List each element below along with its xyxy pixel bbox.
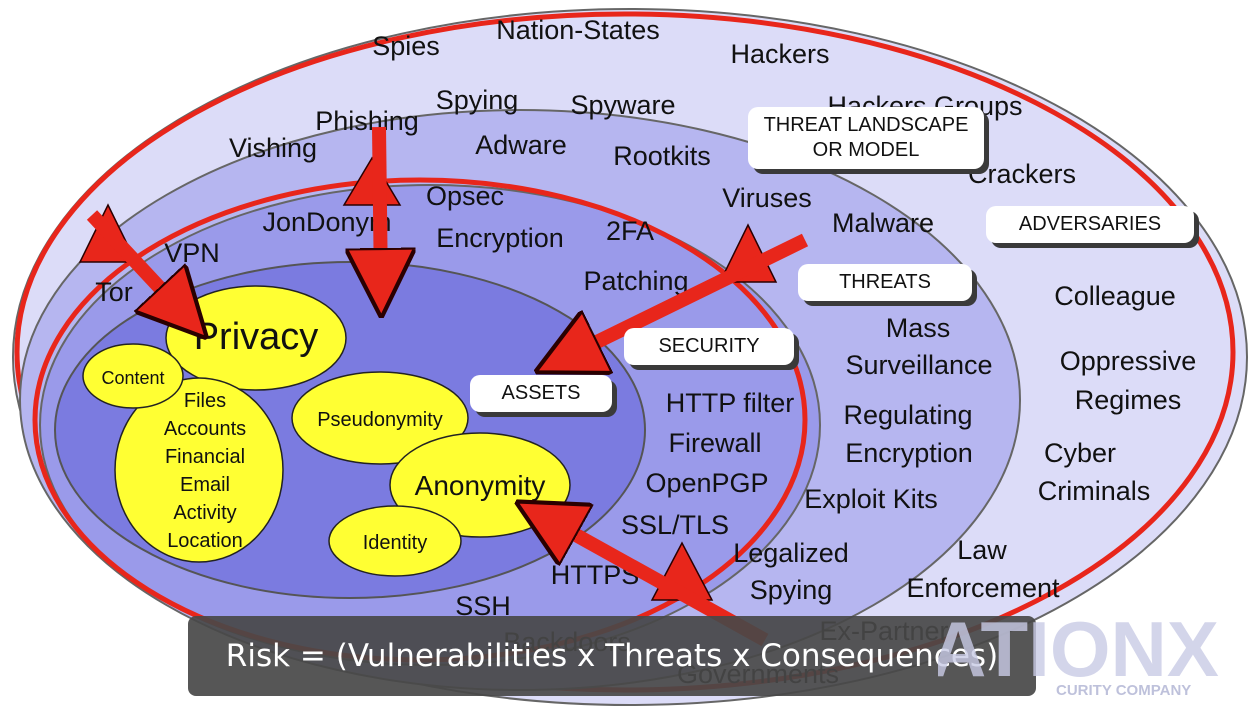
pseudonymity-blob — [291, 371, 469, 465]
svg-text:CURITY COMPANY: CURITY COMPANY — [1056, 682, 1191, 699]
security-jondonym: JonDonym — [262, 207, 391, 237]
threats-label: THREATS — [798, 264, 972, 301]
threat-exploit-kits: Exploit Kits — [804, 484, 938, 514]
security-encryption: Encryption — [436, 223, 564, 253]
threat-rootkits: Rootkits — [613, 141, 711, 171]
threat-encryption: Encryption — [845, 438, 973, 468]
adversarie-regimes: Regimes — [1075, 385, 1182, 415]
threat-malware: Malware — [832, 208, 934, 238]
security-openpgp: OpenPGP — [645, 468, 768, 498]
arrow-to-assets-malware — [560, 233, 809, 360]
asset-accounts: Accounts — [164, 418, 246, 440]
security-firewall: Firewall — [668, 428, 761, 458]
threat-surveillance: Surveillance — [845, 350, 992, 380]
asset-privacy: Privacy — [194, 316, 319, 358]
adversarie-spies: Spies — [372, 31, 440, 61]
asset-email: Email — [180, 474, 230, 496]
security-http-filter: HTTP filter — [666, 388, 795, 418]
assets-label: ASSETS — [470, 375, 612, 412]
threat-spying: Spying — [750, 575, 833, 605]
asset-identity: Identity — [363, 532, 427, 554]
asset-list-blob — [114, 377, 284, 563]
threat-vishing: Vishing — [229, 133, 317, 163]
threat-regulating: Regulating — [843, 400, 972, 430]
security-label: SECURITY — [624, 328, 794, 365]
asset-location: Location — [167, 530, 243, 552]
adversarie-crackers: Crackers — [968, 159, 1076, 189]
adversarie-nation-states: Nation-States — [496, 15, 660, 45]
security-vpn: VPN — [164, 238, 220, 268]
security-patching: Patching — [583, 266, 688, 296]
threat-phishing: Phishing — [315, 106, 419, 136]
adversarie-colleague: Colleague — [1054, 281, 1176, 311]
asset-content: Content — [101, 368, 164, 388]
security-tor: Tor — [95, 277, 133, 307]
content-blob — [82, 343, 184, 409]
arrow-to-privacy-left — [86, 210, 188, 318]
adversarie-criminals: Criminals — [1038, 476, 1151, 506]
security-opsec: Opsec — [426, 181, 504, 211]
threat-legalized: Legalized — [733, 538, 849, 568]
arrow-to-assets-down — [379, 126, 381, 290]
adversarie-hackers: Hackers — [730, 39, 829, 69]
asset-financial: Financial — [165, 446, 245, 468]
attack-arrows — [86, 126, 809, 647]
svg-text:ATIONX: ATIONX — [938, 612, 1219, 693]
asset-pseudonymity: Pseudonymity — [317, 409, 443, 431]
adversarie-cyber: Cyber — [1044, 438, 1116, 468]
asset-activity: Activity — [173, 502, 236, 524]
security-2fa: 2FA — [606, 216, 654, 246]
identity-blob — [328, 505, 462, 577]
stationx-logo: ATIONX CURITY COMPANY — [938, 612, 1219, 699]
adversarie-law: Law — [957, 535, 1007, 565]
threat-spyware: Spyware — [570, 90, 675, 120]
threat-adware: Adware — [475, 130, 567, 160]
risk-formula-text: Risk = (Vulnerabilities x Threats x Cons… — [225, 638, 999, 674]
threat-mass: Mass — [886, 313, 951, 343]
adversarie-enforcement: Enforcement — [906, 573, 1060, 603]
threat-landscape-label: THREAT LANDSCAPE OR MODEL — [748, 107, 984, 169]
risk-formula: Risk = (Vulnerabilities x Threats x Cons… — [188, 616, 1036, 696]
adversarie-oppressive: Oppressive — [1060, 346, 1197, 376]
asset-files: Files — [184, 390, 226, 412]
asset-labels: PrivacyContentFilesAccountsFinancialEmai… — [101, 316, 545, 554]
adversaries-label: ADVERSARIES — [986, 206, 1194, 243]
asset-anonymity: Anonymity — [415, 470, 546, 501]
threat-spying: Spying — [436, 85, 519, 115]
threat-viruses: Viruses — [722, 183, 812, 213]
asset-blobs — [82, 285, 571, 577]
security-ssl-tls: SSL/TLS — [621, 510, 729, 540]
